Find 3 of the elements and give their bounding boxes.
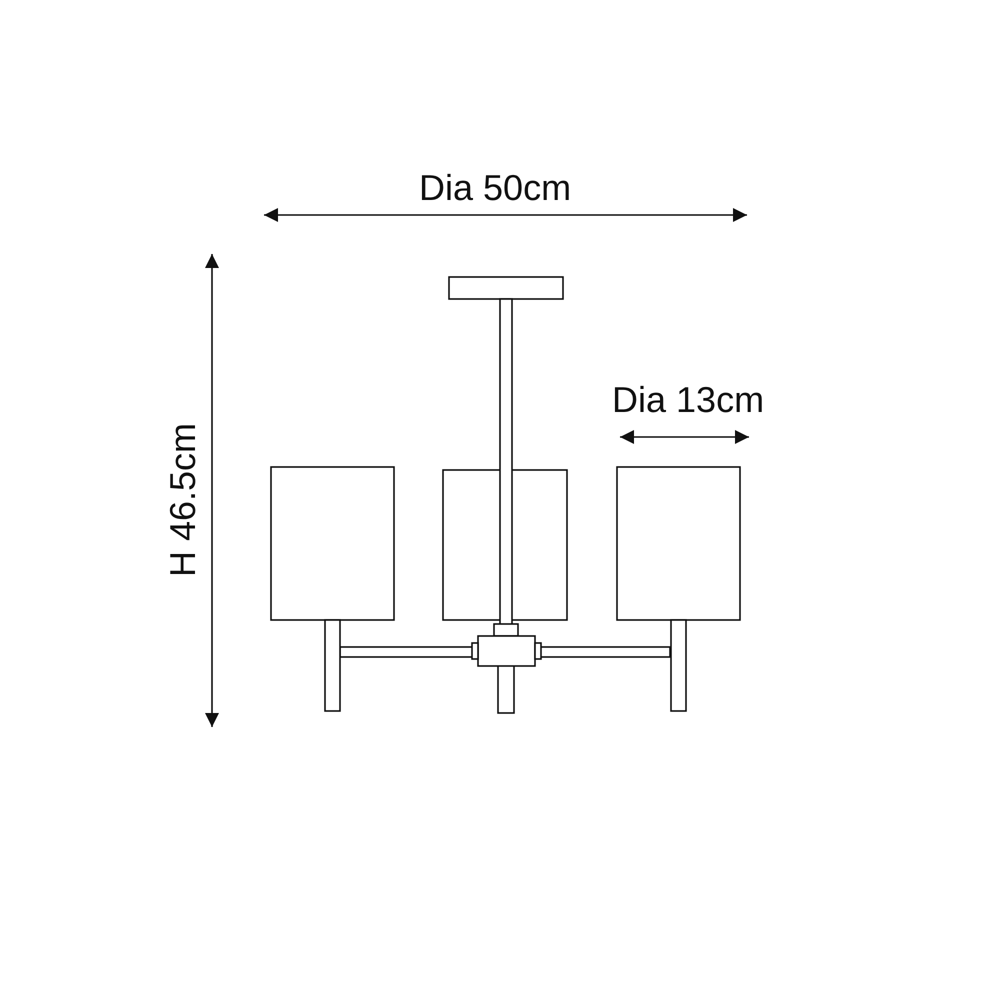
dimension-label: Dia 13cm	[612, 382, 764, 418]
dimension-label: H 46.5cm	[165, 422, 202, 578]
dimension-label: Dia 50cm	[419, 170, 572, 206]
